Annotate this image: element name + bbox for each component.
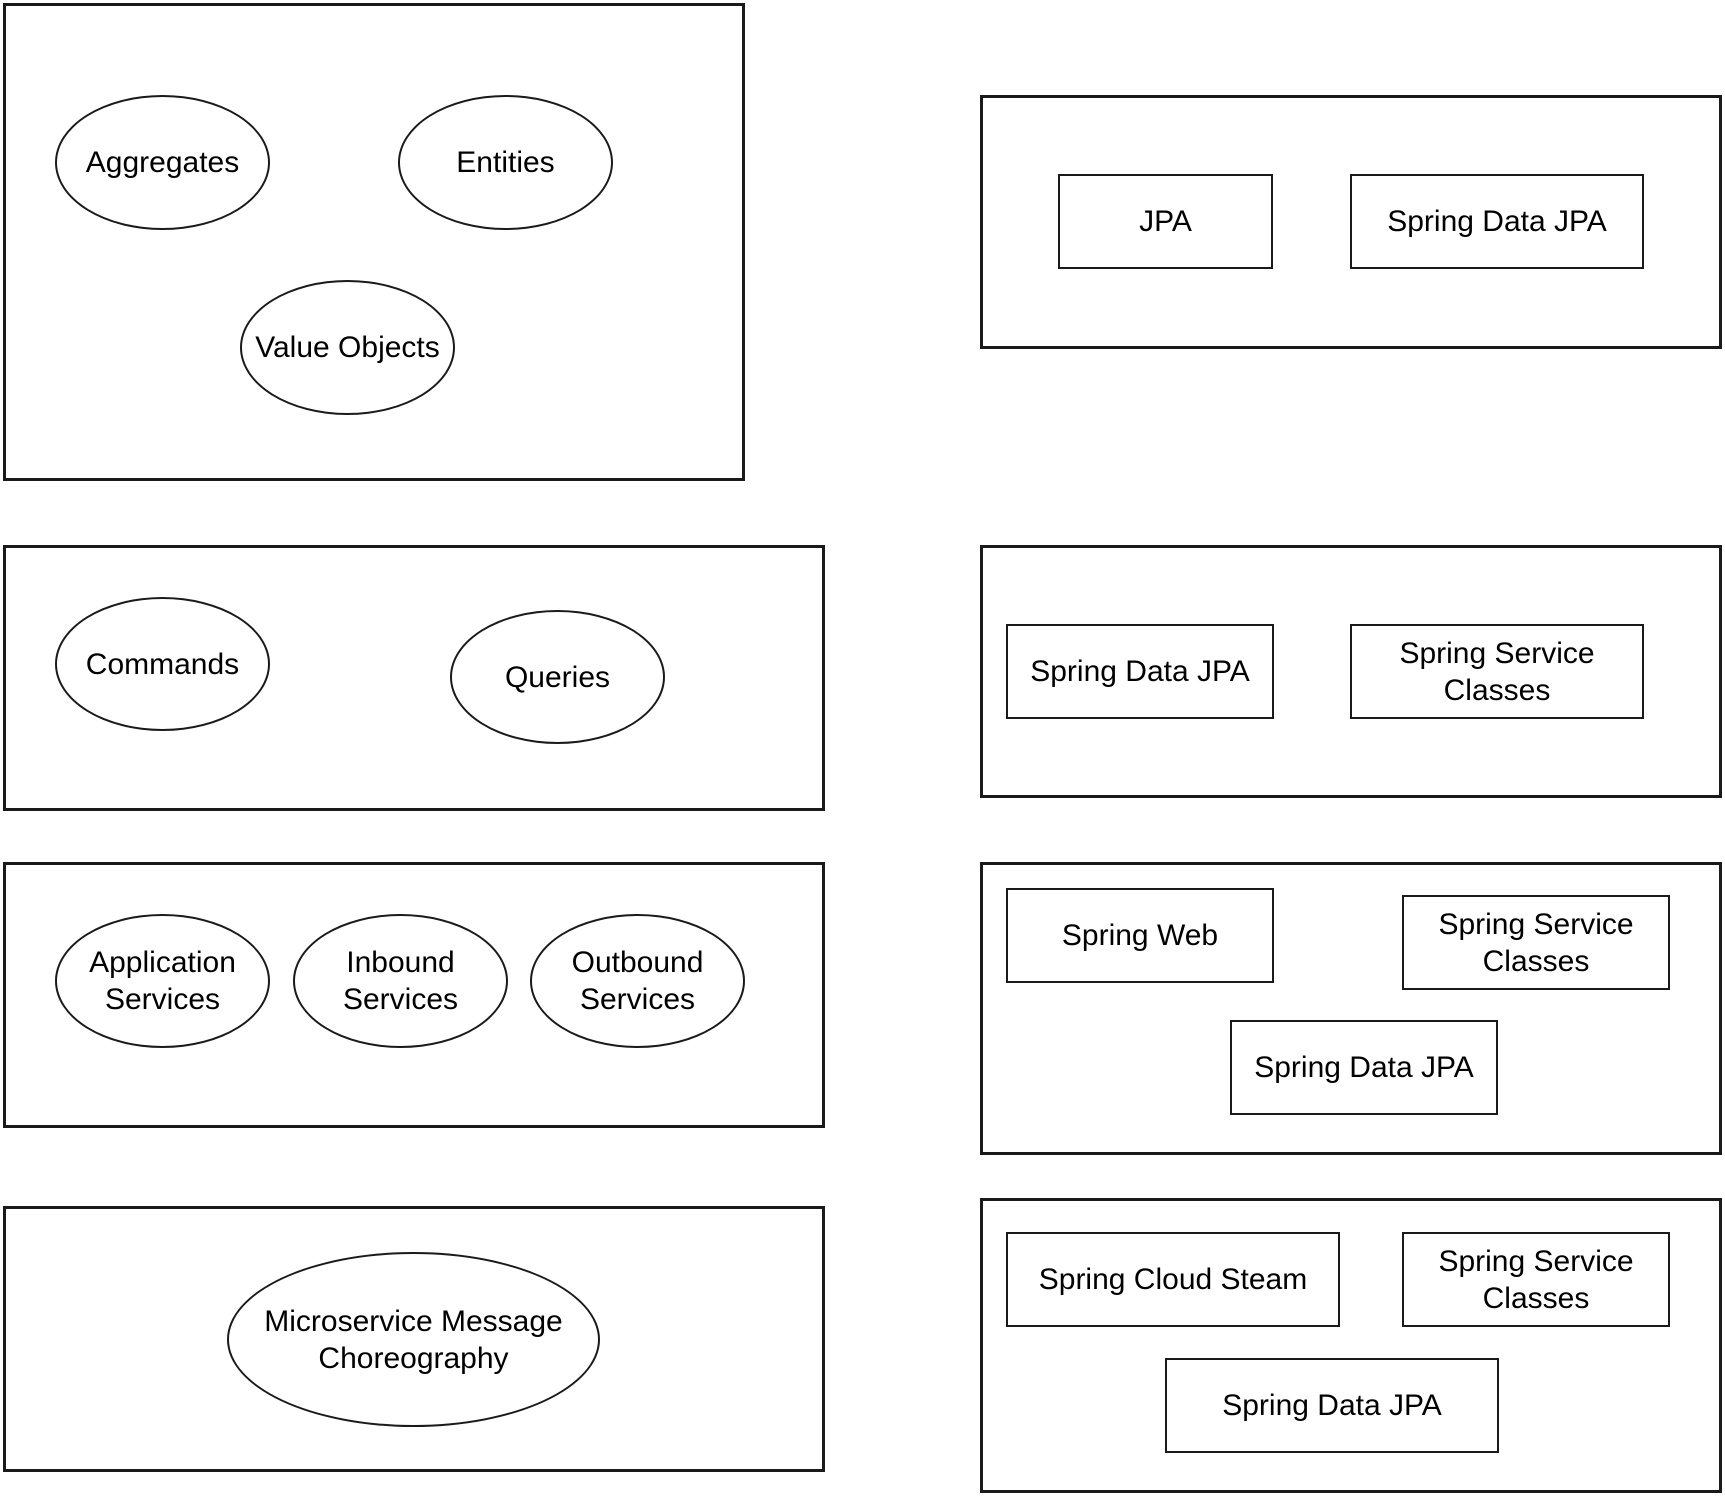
inbound-services-node: Inbound Services (293, 914, 508, 1048)
value-objects-node: Value Objects (240, 280, 455, 415)
commands-node: Commands (55, 597, 270, 731)
spring-cloud-steam-box: Spring Cloud Steam (1006, 1232, 1340, 1327)
jpa-box: JPA (1058, 174, 1273, 269)
spring-data-jpa-box: Spring Data JPA (1350, 174, 1644, 269)
spring-service-classes-box: Spring Service Classes (1402, 1232, 1670, 1327)
spring-data-jpa-box: Spring Data JPA (1230, 1020, 1498, 1115)
application-services-node: Application Services (55, 914, 270, 1048)
outbound-services-node: Outbound Services (530, 914, 745, 1048)
queries-node: Queries (450, 610, 665, 744)
message-choreography-node: Microservice Message Choreography (227, 1252, 600, 1427)
entities-node: Entities (398, 95, 613, 230)
spring-service-classes-box: Spring Service Classes (1350, 624, 1644, 719)
spring-service-classes-box: Spring Service Classes (1402, 895, 1670, 990)
spring-data-jpa-box: Spring Data JPA (1165, 1358, 1499, 1453)
spring-web-box: Spring Web (1006, 888, 1274, 983)
spring-data-jpa-box: Spring Data JPA (1006, 624, 1274, 719)
aggregates-node: Aggregates (55, 95, 270, 230)
